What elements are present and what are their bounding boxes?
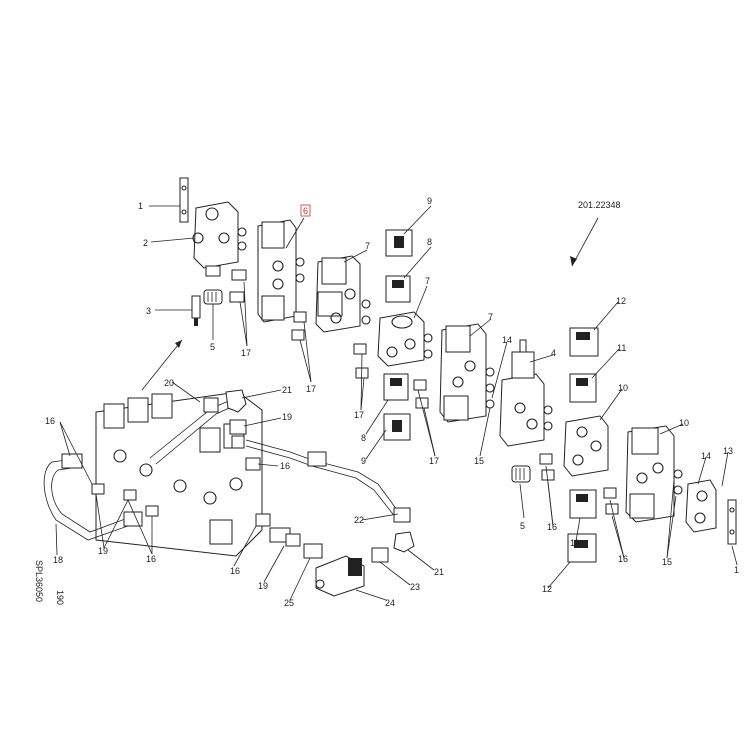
small-fittings-part-16-19	[91, 457, 271, 527]
callout-24: 24	[385, 598, 395, 608]
tee-part-19-bottom	[269, 527, 301, 547]
callout-16-bottom: 16	[230, 566, 240, 576]
leader-lines	[55, 205, 738, 601]
callout-5: 5	[210, 342, 215, 352]
callout-21-top: 21	[282, 385, 292, 395]
callout-22: 22	[354, 515, 364, 525]
callout-20: 20	[164, 378, 174, 388]
callout-23: 23	[410, 582, 420, 592]
sensor-part-3	[191, 295, 201, 326]
nut-part-5	[203, 289, 223, 305]
elbow-part-21-bottom	[393, 531, 415, 553]
callout-16-mid: 16	[280, 461, 290, 471]
callout-7c: 7	[488, 312, 493, 322]
callout-9-bottom: 9	[361, 456, 366, 466]
coil-part-9-bottom	[383, 413, 411, 441]
callout-6-highlighted: 6	[303, 206, 308, 216]
callout-18: 18	[53, 555, 63, 565]
callout-17b: 17	[306, 384, 316, 394]
callout-6-highlight-box	[300, 204, 311, 217]
callout-11-bottom: 11	[570, 538, 579, 548]
callout-8-bottom: 8	[361, 433, 366, 443]
callout-19-left: 19	[98, 546, 108, 556]
end-cover-part-14	[685, 479, 717, 533]
callout-14-right: 14	[701, 451, 711, 461]
callout-12-bottom: 12	[542, 584, 552, 594]
elbow-part-21-top	[225, 389, 247, 413]
callout-13: 13	[723, 446, 733, 456]
callout-1: 1	[138, 201, 143, 211]
coil-part-11-bottom	[569, 489, 597, 519]
coil-part-8-top	[385, 275, 411, 303]
callout-1-right: 1	[734, 565, 739, 575]
callout-17c: 17	[354, 410, 364, 420]
direction-arrows	[141, 217, 599, 391]
callout-5-right: 5	[520, 521, 525, 531]
callout-14-left: 14	[502, 335, 512, 345]
valve-body-part-2	[192, 201, 247, 277]
callout-10-left: 10	[618, 383, 628, 393]
assembled-valve-bank	[95, 391, 263, 557]
callout-19-bottom: 19	[258, 581, 268, 591]
callout-21-bottom: 21	[434, 567, 444, 577]
callout-17d: 17	[429, 456, 439, 466]
coil-part-11-top	[569, 373, 597, 403]
callout-19-top: 19	[282, 412, 292, 422]
callout-8-top: 8	[427, 237, 432, 247]
solenoid-section-part-7c	[439, 323, 495, 423]
callout-7b: 7	[425, 276, 430, 286]
callout-16-left-top: 16	[45, 416, 55, 426]
callout-12-top: 12	[616, 296, 626, 306]
callout-11-top: 11	[617, 343, 626, 353]
callout-4: 4	[551, 348, 556, 358]
callout-15-right: 15	[662, 557, 672, 567]
pipe-part-22	[245, 439, 411, 523]
callout-25: 25	[284, 598, 294, 608]
hose-part-18	[43, 453, 143, 541]
callout-16-right-b: 16	[618, 554, 628, 564]
drawing-id-spl36050: SPL36050	[34, 560, 44, 602]
reference-code: 201.22348	[578, 200, 621, 210]
valve-section-part-4	[499, 339, 553, 447]
bracket-part-1-right	[727, 499, 737, 545]
fittings-part-17-left	[229, 269, 247, 303]
callout-16-left-bottom: 16	[146, 554, 156, 564]
solenoid-section-part-6	[257, 219, 307, 341]
fitting-part-25	[303, 543, 323, 559]
callout-16-right-a: 16	[547, 522, 557, 532]
solenoid-section-part-7a	[315, 255, 371, 379]
callout-3: 3	[146, 306, 151, 316]
solenoid-section-part-7b	[377, 311, 433, 367]
callout-labels: 1 2 3 5 6 17 17 9 8 7 7 7 17 8 9 17 14 4…	[45, 196, 739, 608]
valve-part-24	[315, 555, 365, 597]
callout-7a: 7	[365, 241, 370, 251]
drawing-id-190: 190	[55, 590, 65, 605]
coil-part-12-top	[569, 327, 599, 357]
coil-part-8-bottom	[383, 373, 409, 401]
coil-part-12-bottom	[567, 533, 597, 563]
tee-part-19-top	[229, 419, 247, 449]
bracket-part-1	[179, 177, 189, 223]
callout-9-top: 9	[427, 196, 432, 206]
callout-2: 2	[143, 238, 148, 248]
nut-part-5-right	[511, 465, 531, 483]
valve-section-part-10b	[625, 425, 683, 523]
coil-part-9-top	[385, 229, 413, 257]
fitting-part-23	[371, 547, 389, 563]
callout-10-right: 10	[679, 418, 689, 428]
fittings-part-17-mid	[413, 379, 429, 409]
callout-17a: 17	[241, 348, 251, 358]
callout-15-left: 15	[474, 456, 484, 466]
valve-section-part-10a	[563, 415, 609, 477]
